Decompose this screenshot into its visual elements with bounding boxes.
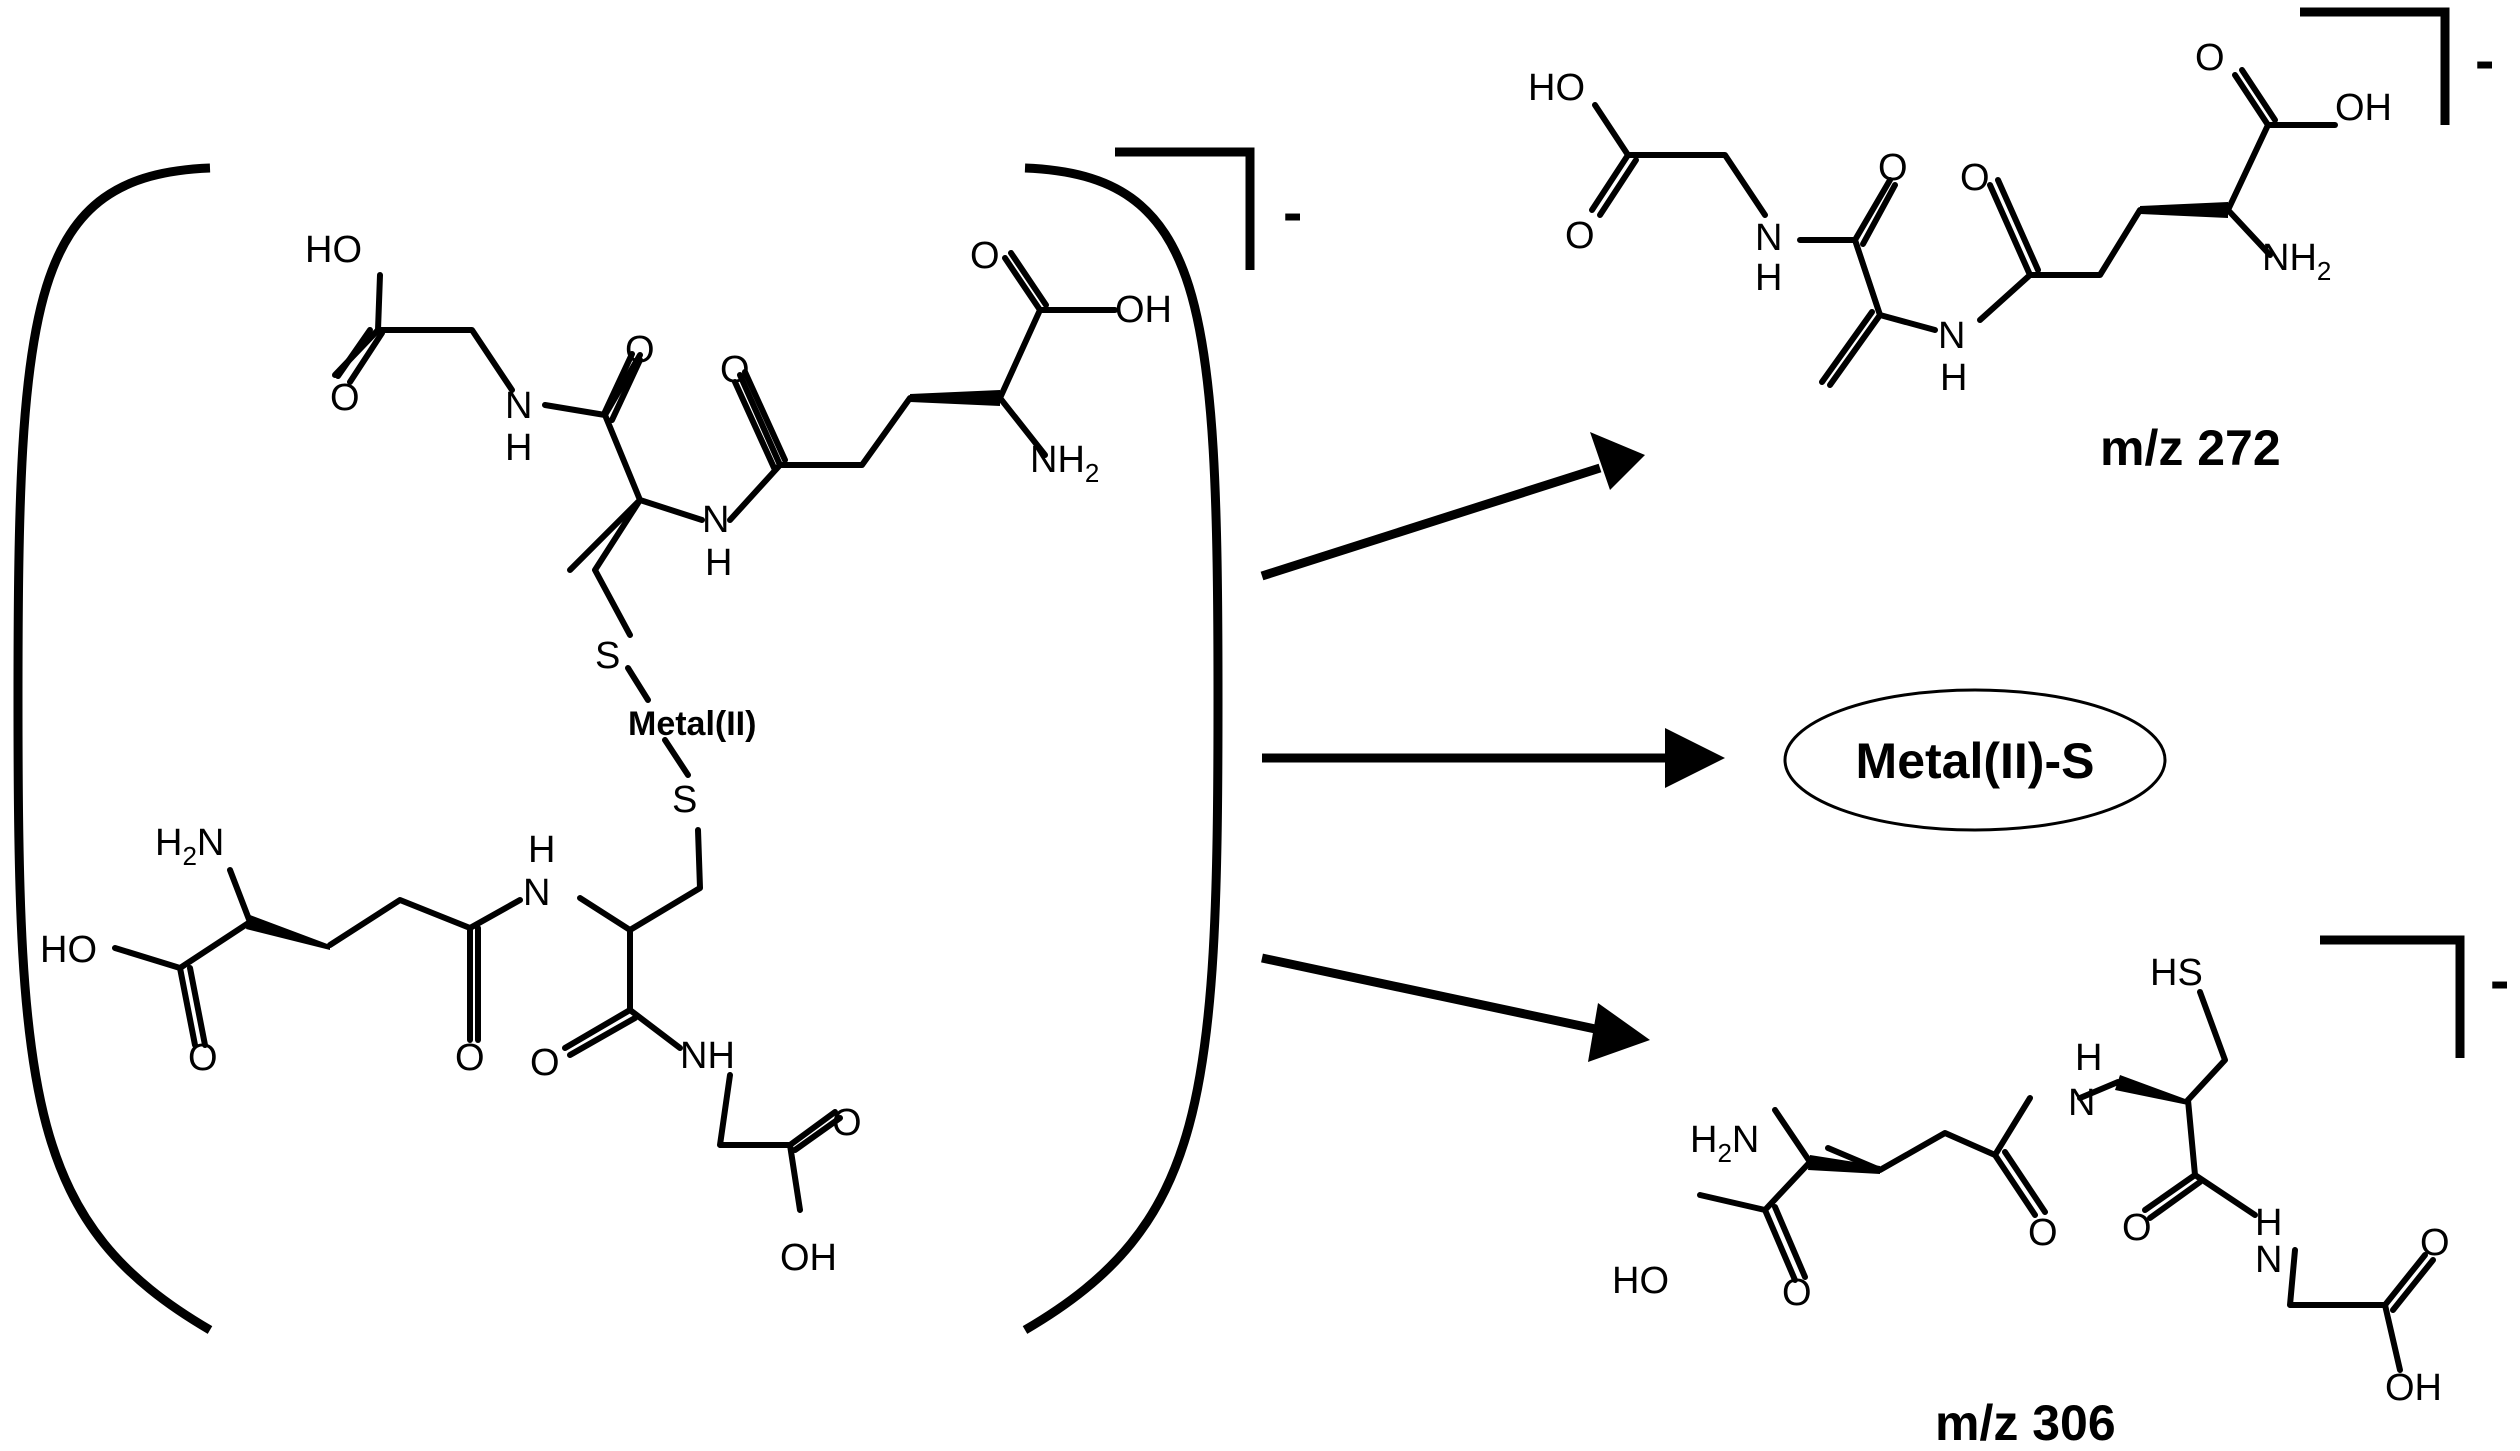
reaction-arrows — [1260, 432, 1725, 1062]
bottom-h-1: H — [528, 829, 555, 871]
p306-n-1: N — [2068, 1082, 2095, 1124]
p306-n-2: N — [2255, 1239, 2282, 1281]
bottom-o-3: O — [530, 1042, 560, 1084]
top-o-2: O — [625, 329, 655, 371]
p272-charge: - — [2475, 28, 2494, 93]
bottom-ho: HO — [40, 929, 97, 971]
p272-o-2: O — [1878, 147, 1908, 189]
p272-n-1: N — [1755, 217, 1782, 259]
bottom-o-1: O — [188, 1037, 218, 1079]
top-h-2: H — [705, 542, 732, 584]
arrow-to-metal-head — [1665, 728, 1725, 788]
bottom-n-1: N — [523, 872, 550, 914]
metal-sulfide-ellipse — [1783, 688, 2167, 832]
metal-center: S Metal(II) S — [595, 635, 756, 933]
p306-ho: HO — [1612, 1260, 1669, 1302]
top-n-2: N — [702, 499, 729, 541]
left-parenthesis — [13, 163, 213, 1334]
p306-o-1: O — [2122, 1207, 2152, 1249]
charge-bracket — [1115, 147, 1255, 270]
p306-h-1: H — [2075, 1037, 2102, 1079]
arrow-to-306-shaft — [1261, 953, 1601, 1035]
bottom-oh: OH — [780, 1237, 837, 1279]
p272-h-1: H — [1755, 257, 1782, 299]
top-sulfur: S — [595, 635, 620, 677]
top-o-3: O — [720, 349, 750, 391]
top-h-1: H — [505, 427, 532, 469]
p306-o-2: O — [2420, 1222, 2450, 1264]
top-nh2: NH2 — [1030, 439, 1099, 488]
p306-charge: - — [2490, 948, 2509, 1013]
product-272: - HO O N H O N H O O OH NH2 m/z 272 — [1528, 7, 2494, 476]
bottom-o-4: O — [832, 1102, 862, 1144]
p272-h-2: H — [1940, 357, 1967, 399]
arrow-to-272-head — [1590, 432, 1645, 490]
p272-o-3: O — [1960, 157, 1990, 199]
top-o-4: O — [970, 235, 1000, 277]
top-o-1: O — [330, 377, 360, 419]
complex-charge: - — [1283, 180, 1302, 245]
p272-mz: m/z 272 — [2100, 420, 2281, 476]
metal-sulfide-label: Metal(II)-S — [1856, 733, 2095, 789]
bottom-sulfur: S — [672, 779, 697, 821]
p306-h-2: H — [2255, 1202, 2282, 1244]
bottom-nh: NH — [680, 1035, 735, 1077]
p306-charge-bracket — [2320, 935, 2465, 1058]
arrow-to-272-shaft — [1260, 463, 1602, 581]
complex-top-glutathione: HO O N H O N H O O OH NH2 — [305, 229, 1172, 638]
bottom-o-2: O — [455, 1037, 485, 1079]
p306-o-3: O — [2028, 1212, 2058, 1254]
p272-o-1: O — [1565, 215, 1595, 257]
bottom-h2n: H2N — [155, 822, 224, 871]
top-n-1: N — [505, 385, 532, 427]
top-ho: HO — [305, 229, 362, 271]
complex-bottom-glutathione: H2N HO O O H N O NH O OH — [40, 822, 862, 1279]
p306-o-4: O — [1782, 1272, 1812, 1314]
p272-n-2: N — [1938, 315, 1965, 357]
product-306: - HS H N H N O O OH O H2N HO O m/z 306 — [1612, 935, 2509, 1451]
right-parenthesis — [1022, 163, 1223, 1334]
arrow-to-306-head — [1588, 1003, 1650, 1062]
product-metal-sulfide: Metal(II)-S — [1783, 688, 2167, 832]
p272-nh2: NH2 — [2262, 237, 2331, 286]
complex-brackets: - — [13, 147, 1302, 1334]
metal-label: Metal(II) — [628, 705, 756, 743]
p272-o-4: O — [2195, 37, 2225, 79]
p272-ho: HO — [1528, 67, 1585, 109]
p306-hs: HS — [2150, 952, 2203, 994]
p306-oh: OH — [2385, 1367, 2442, 1409]
p272-charge-bracket — [2300, 7, 2450, 125]
p272-oh: OH — [2335, 87, 2392, 129]
p306-h2n: H2N — [1690, 1119, 1759, 1168]
p306-mz: m/z 306 — [1935, 1395, 2116, 1451]
top-oh: OH — [1115, 289, 1172, 331]
